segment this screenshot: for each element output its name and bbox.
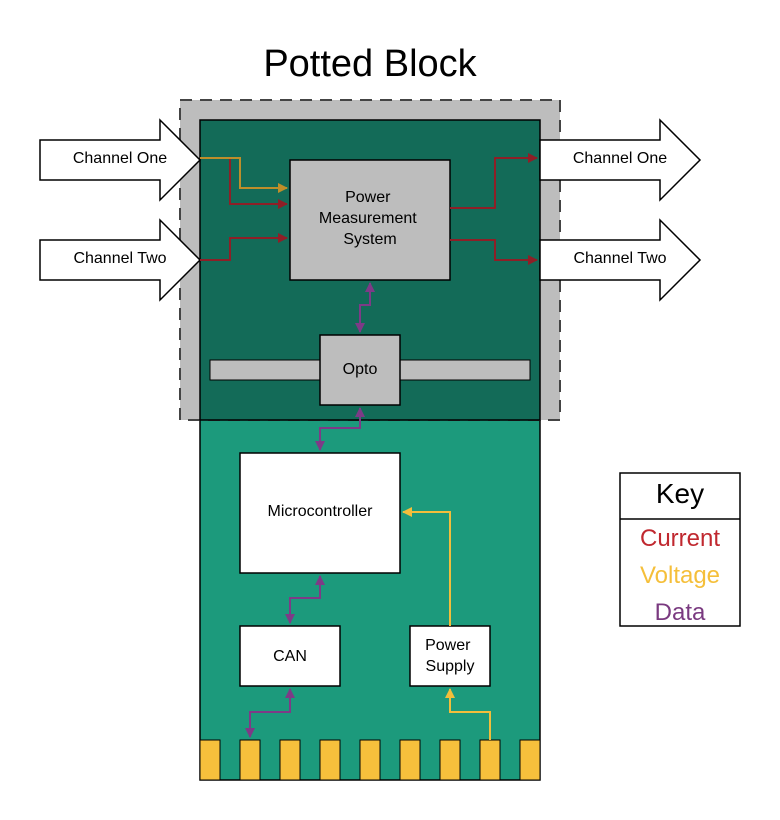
data-connectors [245,282,375,738]
output-label-channel-two: Channel Two [573,250,666,267]
input-arrow-channel-one: Channel One [39,118,202,202]
data-line-pms-opto [355,282,375,333]
power-measurement-block [289,159,451,281]
can-label: CAN [273,648,307,665]
voltage-line-supply-to-mcu [402,507,451,626]
voltage-line-sense [200,157,288,193]
connector-pin [319,739,341,781]
legend-key: Key Current Voltage Data [619,472,741,627]
edge-connector [199,739,541,781]
legend-item-voltage: Voltage [640,562,720,589]
connector-pin [519,739,541,781]
microcontroller-label: Microcontroller [268,503,374,520]
output-arrow-channel-one: Channel One [539,118,702,202]
connector-pin [199,739,221,781]
voltage-line-pin-to-supply [445,688,491,740]
data-line-mcu-can [285,575,325,624]
power-supply-label: Power Supply [425,637,475,675]
data-line-can-pins [245,688,295,738]
connector-pin [439,739,461,781]
power-measurement-label: Power Measurement System [319,189,421,248]
current-connectors [200,153,538,265]
legend-box [619,472,741,627]
diagram-title: Potted Block [263,43,477,85]
can-block [239,625,341,687]
current-line-in-two [200,233,288,261]
legend-item-current: Current [640,525,720,552]
microcontroller-block [239,452,401,574]
data-line-opto-mcu [315,407,365,451]
voltage-connectors [200,157,491,740]
current-line-out-two [450,239,538,265]
opto-block [319,334,401,406]
legend-item-data: Data [655,599,706,626]
output-arrow-channel-two: Channel Two [539,218,702,302]
legend-title: Key [656,478,704,509]
connector-pin [279,739,301,781]
connector-pin [239,739,261,781]
power-supply-block [409,625,491,687]
opto-label: Opto [343,361,378,378]
input-label-channel-one: Channel One [73,150,167,167]
connector-pin [479,739,501,781]
current-line-out-one [450,153,538,209]
connector-pin [399,739,421,781]
input-label-channel-two: Channel Two [73,250,166,267]
connector-pin [359,739,381,781]
output-label-channel-one: Channel One [573,150,667,167]
input-arrow-channel-two: Channel Two [39,218,202,302]
